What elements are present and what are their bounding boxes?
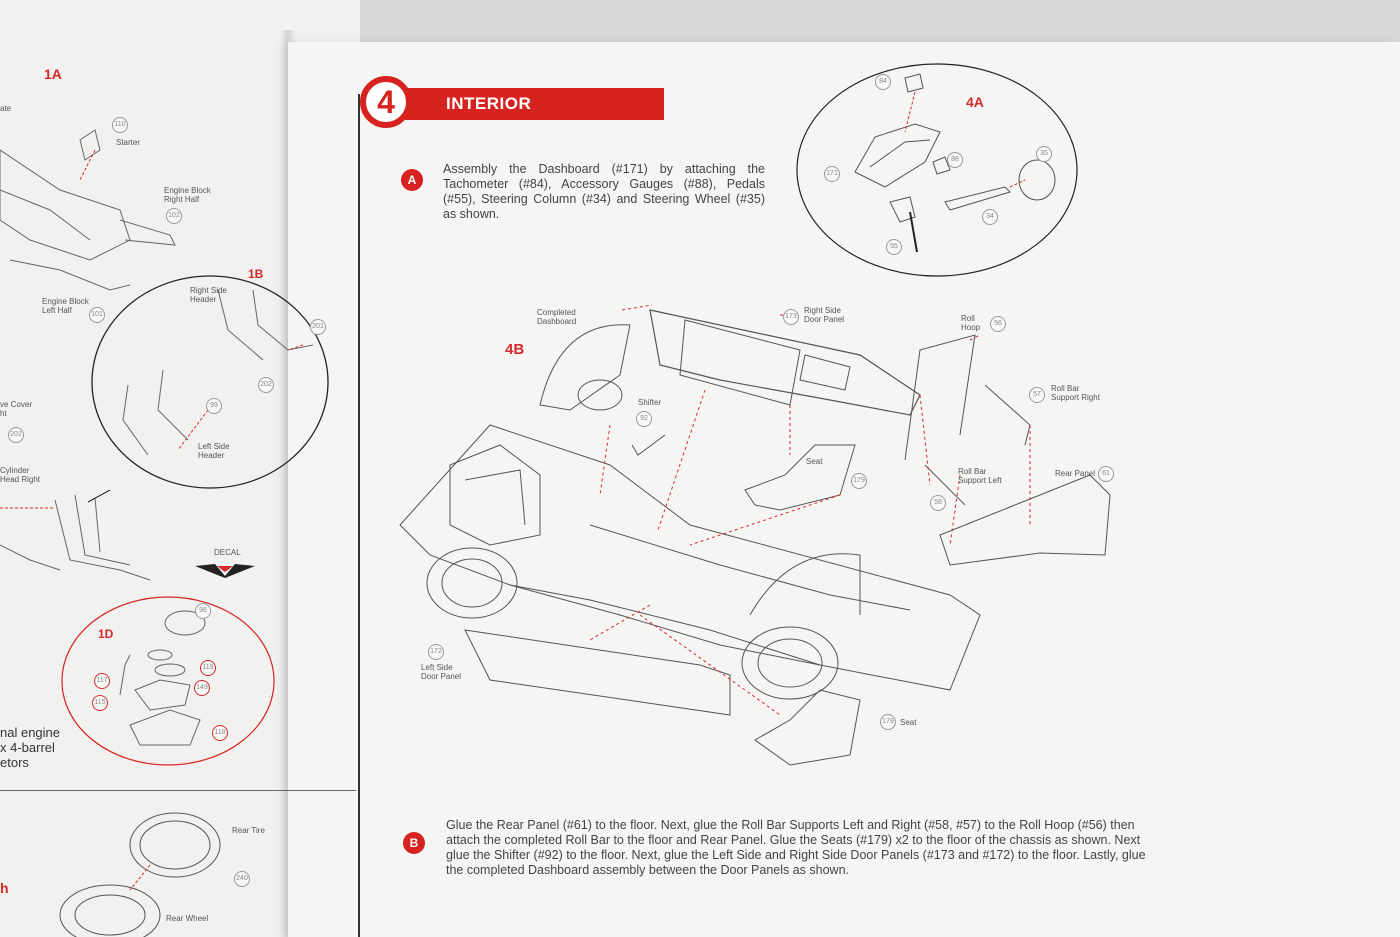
callout-149: 149 bbox=[194, 680, 210, 696]
step-title-bar bbox=[380, 88, 664, 120]
callout-34: 34 bbox=[982, 209, 998, 225]
callout-202: 202 bbox=[258, 377, 274, 393]
instruction-a-text: Assembly the Dashboard (#171) by attachi… bbox=[443, 162, 765, 221]
diagram-1b-circle bbox=[91, 275, 329, 489]
step-1d-label: 1D bbox=[98, 627, 114, 641]
callout-35: 35 bbox=[1036, 146, 1052, 162]
callout-102: 102 bbox=[166, 208, 182, 224]
partial-step-label: h bbox=[0, 880, 9, 896]
rear-wheel-label: Rear Wheel bbox=[166, 914, 209, 923]
diagram-1d-circle bbox=[61, 596, 275, 766]
cylinder-head-label: Cylinder Head Right bbox=[0, 466, 41, 484]
callout-96: 96 bbox=[195, 603, 211, 619]
engine-block-right-label: Engine Block Right Half bbox=[164, 186, 211, 204]
left-divider bbox=[0, 790, 356, 791]
callout-173: 173 bbox=[783, 309, 799, 325]
right-page bbox=[288, 42, 1400, 937]
callout-172: 172 bbox=[428, 644, 444, 660]
header-pipes-drawing bbox=[0, 490, 151, 581]
callout-118: 118 bbox=[212, 725, 228, 741]
callout-84: 84 bbox=[875, 74, 891, 90]
callout-201: 201 bbox=[310, 319, 326, 335]
step-number: 4 bbox=[360, 76, 412, 128]
diagram-4a-label: 4A bbox=[966, 94, 984, 110]
callout-92: 92 bbox=[636, 411, 652, 427]
step-1a-label: 1A bbox=[44, 66, 62, 82]
decal-icon bbox=[195, 564, 255, 578]
roll-bar-support-left-label: Roll Bar Support Left bbox=[958, 467, 1002, 485]
instruction-a-badge: A bbox=[401, 169, 423, 191]
callout-61: 61 bbox=[1098, 466, 1114, 482]
callout-58: 58 bbox=[930, 495, 946, 511]
left-door-panel-label: Left Side Door Panel bbox=[421, 663, 462, 681]
step-title: INTERIOR bbox=[446, 94, 532, 113]
diagram-4b-exploded-view bbox=[399, 304, 1111, 766]
rear-tire-label: Rear Tire bbox=[232, 826, 265, 835]
callout-57: 57 bbox=[1029, 387, 1045, 403]
instruction-b-badge: B bbox=[403, 832, 425, 854]
right-side-header-label: Right Side Header bbox=[190, 286, 227, 304]
right-door-panel-label: Right Side Door Panel bbox=[804, 306, 845, 324]
decal-label: DECAL bbox=[214, 548, 241, 557]
diagram-4a-circle bbox=[796, 63, 1078, 277]
starter-label: Starter bbox=[116, 138, 141, 147]
diagram-4b-label: 4B bbox=[505, 341, 525, 358]
callout-100: 202 bbox=[8, 427, 24, 443]
engine-side-note: nal engine x 4-barrel etors bbox=[0, 725, 60, 770]
left-side-header-label: Left Side Header bbox=[198, 442, 230, 460]
callout-117: 117 bbox=[94, 673, 110, 689]
rear-tire-wheel-drawing bbox=[59, 812, 221, 937]
seat-bottom-label: Seat bbox=[900, 718, 917, 727]
step-4-header: 4 INTERIOR bbox=[360, 76, 664, 128]
callout-56: 56 bbox=[990, 316, 1006, 332]
engine-block-drawing bbox=[0, 129, 176, 291]
roll-hoop-label: Roll Hoop bbox=[961, 314, 981, 332]
callout-240: 240 bbox=[234, 871, 250, 887]
engine-block-left-label: Engine Block Left Half bbox=[42, 297, 89, 315]
valve-cover-label: ve Cover ht bbox=[0, 400, 33, 418]
shifter-label: Shifter bbox=[638, 398, 662, 407]
roll-bar-support-right-label: Roll Bar Support Right bbox=[1051, 384, 1100, 402]
callout-88: 88 bbox=[947, 152, 963, 168]
rear-panel-label: Rear Panel bbox=[1055, 469, 1096, 478]
step-1b-label: 1B bbox=[248, 267, 264, 281]
callout-101: 101 bbox=[89, 307, 105, 323]
page-frame-left bbox=[358, 94, 360, 937]
callout-119: 119 bbox=[200, 660, 216, 676]
callout-55: 55 bbox=[886, 239, 902, 255]
callout-179-top: 179 bbox=[851, 473, 867, 489]
instruction-b-text: Glue the Rear Panel (#61) to the floor. … bbox=[446, 818, 1146, 877]
callout-115: 115 bbox=[92, 695, 108, 711]
partial-label: ate bbox=[0, 104, 12, 113]
completed-dashboard-label: Completed Dashboard bbox=[537, 308, 577, 326]
callout-99: 99 bbox=[206, 398, 222, 414]
seat-top-label: Seat bbox=[806, 457, 823, 466]
callout-179-bottom: 179 bbox=[880, 714, 896, 730]
callout-171: 171 bbox=[824, 166, 840, 182]
callout-110: 110 bbox=[112, 117, 128, 133]
